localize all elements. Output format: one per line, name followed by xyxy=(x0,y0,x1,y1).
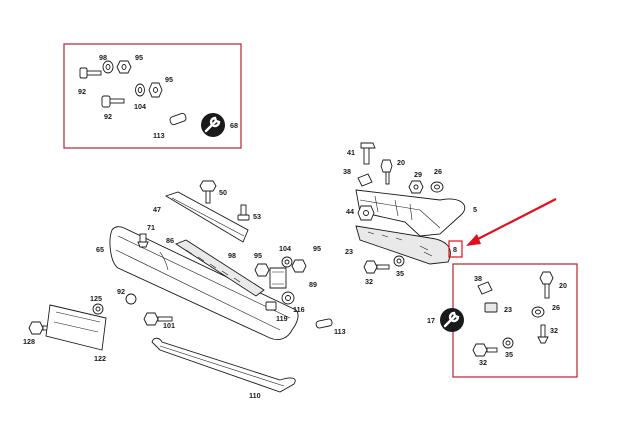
sleeve-113b xyxy=(315,318,333,329)
label-50: 50 xyxy=(219,188,227,197)
label-92: 92 xyxy=(78,87,86,96)
label-110: 110 xyxy=(249,391,261,400)
bolt-50 xyxy=(199,180,217,204)
washer-26b xyxy=(531,306,545,318)
label-38: 38 xyxy=(343,167,351,176)
bolt-41 xyxy=(360,142,376,165)
label-89: 89 xyxy=(309,280,317,289)
washer-98 xyxy=(102,60,114,74)
label-95: 95 xyxy=(165,75,173,84)
label-35: 35 xyxy=(396,269,404,278)
bolt-32b xyxy=(472,343,498,357)
label-92: 92 xyxy=(117,287,125,296)
label-122: 122 xyxy=(94,354,106,363)
plate-23b xyxy=(484,302,498,313)
label-26: 26 xyxy=(552,303,560,312)
label-128: 128 xyxy=(23,337,35,346)
nut-29 xyxy=(408,180,424,194)
label-95: 95 xyxy=(254,251,262,260)
washer-104b xyxy=(281,256,293,268)
bolt-20-top xyxy=(380,159,393,185)
nut-95-top xyxy=(116,60,132,74)
washer-104 xyxy=(135,83,145,97)
nut-95c xyxy=(254,263,270,277)
label-86: 86 xyxy=(166,236,174,245)
washer-35-top xyxy=(393,255,405,267)
nut-44 xyxy=(357,205,375,221)
label-47: 47 xyxy=(153,205,161,214)
pointer-arrow xyxy=(466,198,557,246)
clip-119 xyxy=(265,301,277,311)
label-98: 98 xyxy=(99,53,107,62)
label-71: 71 xyxy=(147,223,155,232)
label-98: 98 xyxy=(228,251,236,260)
wrench-badge-right xyxy=(440,308,464,332)
label-35: 35 xyxy=(505,350,513,359)
stud-53 xyxy=(237,204,250,221)
label-65: 65 xyxy=(96,245,104,254)
wrench-icon xyxy=(204,116,221,133)
washer-35b xyxy=(502,337,514,349)
label-29: 29 xyxy=(414,170,422,179)
label-113: 113 xyxy=(334,327,346,336)
bolt-32-top xyxy=(363,260,390,274)
strip-110 xyxy=(151,337,296,393)
grommet-116 xyxy=(281,291,295,305)
label-23: 23 xyxy=(504,305,512,314)
label-26: 26 xyxy=(434,167,442,176)
label-53: 53 xyxy=(253,212,261,221)
label-32: 32 xyxy=(479,358,487,367)
trim-strip-47 xyxy=(164,191,249,243)
bracket-5 xyxy=(355,189,466,237)
bolt-92c xyxy=(125,293,137,305)
label-44: 44 xyxy=(346,207,354,216)
label-17: 17 xyxy=(427,316,435,325)
label-92: 92 xyxy=(104,112,112,121)
label-20: 20 xyxy=(559,281,567,290)
bolt-92-top xyxy=(79,67,102,79)
washer-26-top xyxy=(430,181,444,193)
highlight-box-8 xyxy=(448,240,463,258)
wrench-icon xyxy=(443,311,460,328)
label-32: 32 xyxy=(550,326,558,335)
label-119: 119 xyxy=(276,314,288,323)
bolt-92-lower xyxy=(101,95,125,108)
label-116: 116 xyxy=(293,305,305,314)
sleeve-113-top xyxy=(169,112,187,126)
label-68: 68 xyxy=(230,121,238,130)
clip-38b xyxy=(477,281,493,295)
nut-95-lower xyxy=(148,82,163,98)
label-104: 104 xyxy=(134,102,146,111)
clip-38-top xyxy=(357,173,373,187)
bumper-shell-65 xyxy=(109,226,299,341)
detail-frame-top-left xyxy=(63,43,242,149)
label-20: 20 xyxy=(397,158,405,167)
plate-holder-122 xyxy=(45,304,107,351)
label-38: 38 xyxy=(474,274,482,283)
nut-95d xyxy=(291,259,307,273)
holder-89 xyxy=(269,267,287,289)
label-23: 23 xyxy=(345,247,353,256)
bolt-101 xyxy=(143,312,173,326)
bolt-20b xyxy=(539,271,554,299)
label-104: 104 xyxy=(279,244,291,253)
grommet-125 xyxy=(92,303,104,315)
label-5: 5 xyxy=(473,205,477,214)
wrench-badge-top xyxy=(201,113,225,137)
label-41: 41 xyxy=(347,148,355,157)
label-125: 125 xyxy=(90,294,102,303)
bracket-86 xyxy=(175,239,265,297)
label-113: 113 xyxy=(153,131,165,140)
label-95: 95 xyxy=(135,53,143,62)
label-32: 32 xyxy=(365,277,373,286)
clip-71 xyxy=(137,233,149,248)
label-95: 95 xyxy=(313,244,321,253)
label-101: 101 xyxy=(163,321,175,330)
label-8: 8 xyxy=(453,245,457,254)
screw-32c xyxy=(537,324,549,344)
